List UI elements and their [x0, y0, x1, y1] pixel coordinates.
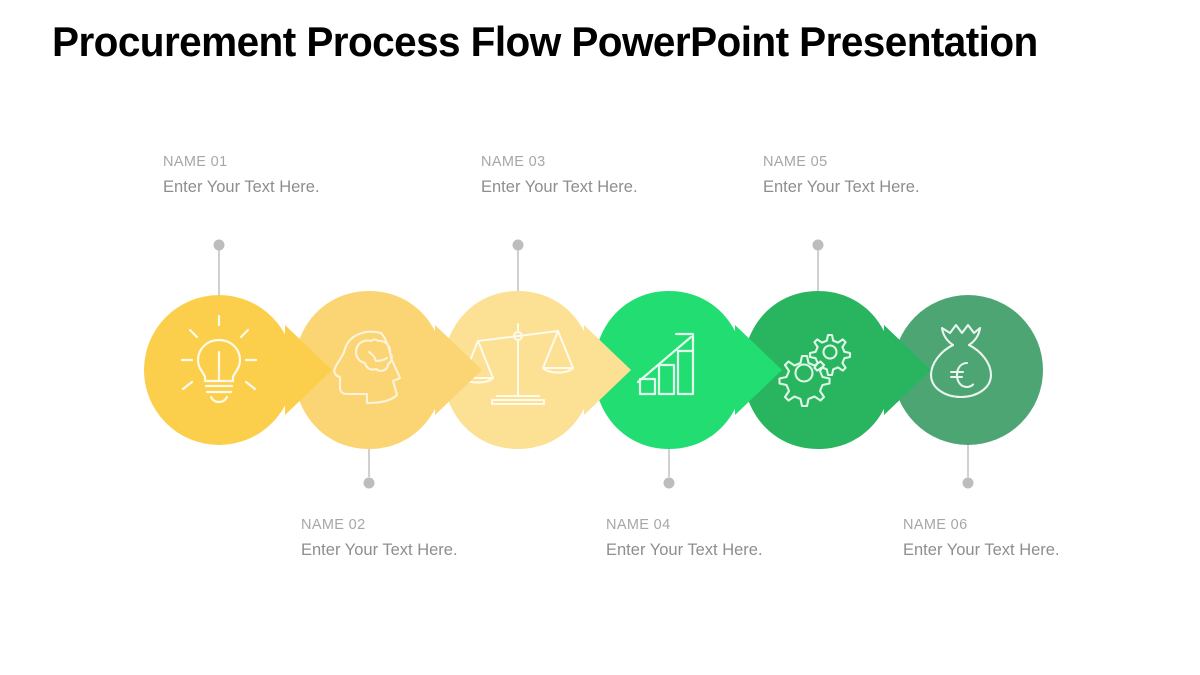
- money-bag-euro-icon: [929, 323, 993, 399]
- step-shape-5-arrow: [884, 325, 931, 415]
- process-step-5[interactable]: [743, 291, 931, 449]
- process-step-1[interactable]: [144, 295, 332, 445]
- step-shape-2-body: [294, 291, 444, 449]
- step-callout-6: NAME 06 Enter Your Text Here.: [903, 515, 1103, 562]
- step-name-1: NAME 01: [163, 154, 228, 170]
- step-callout-4: NAME 04 Enter Your Text Here.: [606, 515, 806, 562]
- connector-dot-1: [213, 239, 225, 251]
- step-callout-1: NAME 01 Enter Your Text Here.: [163, 152, 363, 199]
- process-step-2[interactable]: [294, 291, 482, 449]
- step-shape-2-arrow: [435, 325, 482, 415]
- step-name-3: NAME 03: [481, 154, 546, 170]
- connector-dot-6: [962, 477, 974, 489]
- step-text-2: Enter Your Text Here.: [301, 540, 458, 559]
- step-text-3: Enter Your Text Here.: [481, 177, 638, 196]
- head-brain-icon: [333, 330, 402, 405]
- connector-dot-3: [512, 239, 524, 251]
- gears-icon: [778, 333, 852, 408]
- step-text-4: Enter Your Text Here.: [606, 540, 763, 559]
- step-name-6: NAME 06: [903, 517, 968, 533]
- connector-dot-5: [812, 239, 824, 251]
- step-name-2: NAME 02: [301, 517, 366, 533]
- process-step-3[interactable]: [443, 291, 631, 449]
- step-shape-4-arrow: [735, 325, 782, 415]
- step-name-5: NAME 05: [763, 154, 828, 170]
- step-shape-1-arrow: [285, 325, 332, 415]
- step-text-1: Enter Your Text Here.: [163, 177, 320, 196]
- page-title: Procurement Process Flow PowerPoint Pres…: [52, 18, 1038, 65]
- step-shape-3-arrow: [584, 325, 631, 415]
- step-callout-2: NAME 02 Enter Your Text Here.: [301, 515, 501, 562]
- growth-chart-icon: [636, 332, 695, 396]
- lightbulb-icon: [180, 314, 258, 404]
- process-step-4[interactable]: [594, 291, 782, 449]
- step-callout-3: NAME 03 Enter Your Text Here.: [481, 152, 681, 199]
- step-text-6: Enter Your Text Here.: [903, 540, 1060, 559]
- step-shape-6: [893, 295, 1043, 445]
- step-callout-5: NAME 05 Enter Your Text Here.: [763, 152, 963, 199]
- process-step-6[interactable]: [893, 295, 1043, 445]
- step-shape-4-body: [594, 291, 744, 449]
- connector-dot-2: [363, 477, 375, 489]
- balance-scale-icon: [462, 323, 574, 405]
- step-text-5: Enter Your Text Here.: [763, 177, 920, 196]
- step-name-4: NAME 04: [606, 517, 671, 533]
- connector-dot-4: [663, 477, 675, 489]
